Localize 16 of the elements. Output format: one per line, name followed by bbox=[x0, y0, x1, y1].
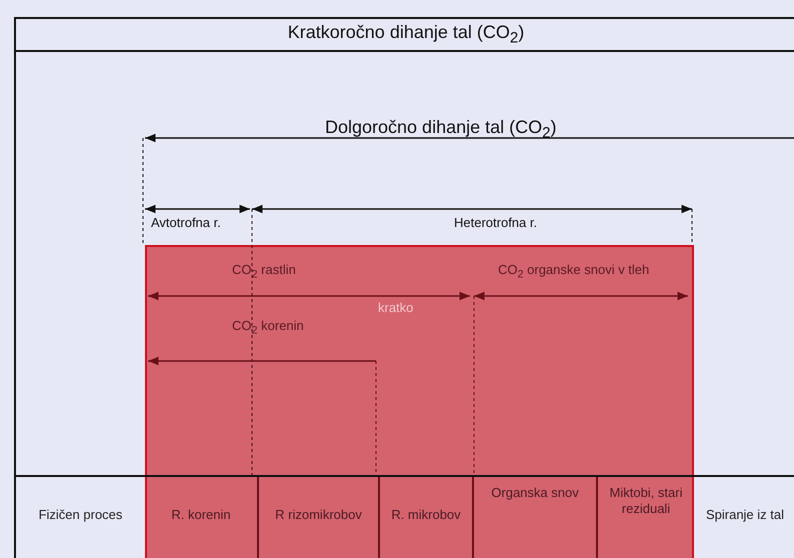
span-label: CO$_{2}$ organske snovi v tleh bbox=[498, 262, 650, 281]
span-label: kratko bbox=[378, 300, 414, 315]
frame-title: Kratkoročno dihanje tal (CO$_{2}$) bbox=[16, 19, 794, 52]
span-label: Avtotrofna r. bbox=[151, 215, 221, 230]
process-cell: Miktobi, stari reziduali bbox=[596, 477, 694, 558]
process-cell: Fizičen proces bbox=[16, 477, 145, 558]
process-cell: R rizomikrobov bbox=[257, 477, 378, 558]
span-label: Dolgoročno dihanje tal (CO$_{2}$) bbox=[325, 117, 556, 142]
span-label: CO$_{2}$ rastlin bbox=[232, 262, 296, 281]
outer-frame bbox=[14, 17, 794, 558]
process-cell: R. korenin bbox=[145, 477, 257, 558]
span-label: CO$_{2}$ korenin bbox=[232, 318, 304, 337]
process-cell: Spiranje iz tal bbox=[694, 477, 794, 558]
span-label: Heterotrofna r. bbox=[454, 215, 538, 230]
process-cell: R. mikrobov bbox=[378, 477, 472, 558]
process-cell: Organska snov bbox=[472, 477, 596, 558]
